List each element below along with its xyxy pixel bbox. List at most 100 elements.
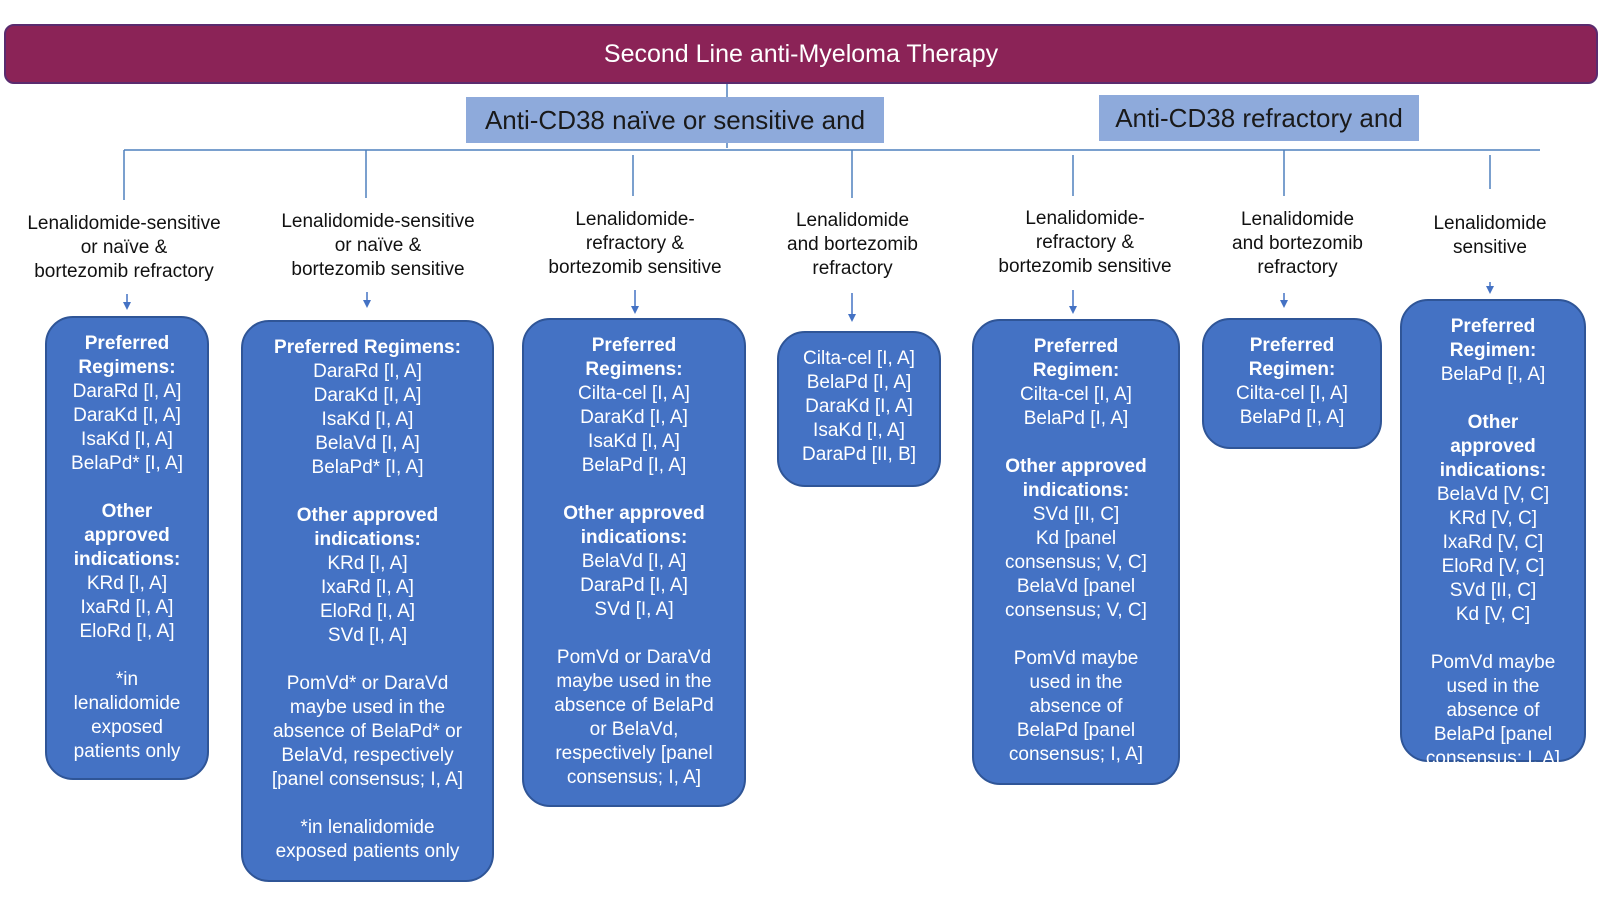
regimen-item: DaraPd [II, B] xyxy=(801,444,917,465)
regimen-box: Cilta-cel [I, A] BelaPd [I, A] DaraKd [I, … xyxy=(777,331,941,487)
regimen-item: exposed patients only xyxy=(275,841,460,862)
section-heading: Preferred xyxy=(1249,335,1335,356)
regimen-item: PomVd maybe xyxy=(1430,652,1556,673)
regimen-item: BelaPd [I, A] xyxy=(581,455,687,476)
regimen-item: BelaPd* [I, A] xyxy=(71,453,183,474)
regimen-item: IxaRd [I, A] xyxy=(321,577,414,598)
spacer xyxy=(1402,387,1584,411)
regimen-item: DaraPd [I, A] xyxy=(580,575,688,596)
regimen-item: [panel consensus; I, A] xyxy=(271,769,464,790)
regimen-item: used in the xyxy=(1446,676,1540,697)
spacer xyxy=(974,623,1178,647)
regimen-item: consensus; V, C] xyxy=(1005,600,1147,621)
regimen-item: EloRd [I, A] xyxy=(319,601,416,622)
regimen-item: BelaPd [I, A] xyxy=(806,372,912,393)
regimen-item: *in lenalidomide xyxy=(300,817,435,838)
regimen-box: Preferred Regimens:DaraRd [I, A]DaraKd [… xyxy=(241,320,494,882)
section-heading: approved xyxy=(1450,436,1536,457)
regimen-item: Cilta-cel [I, A] xyxy=(803,348,915,369)
regimen-item: IsaKd [I, A] xyxy=(813,420,905,441)
section-heading: indications: xyxy=(1439,460,1547,481)
section-heading: Other approved xyxy=(563,503,705,524)
regimen-item: Kd [panel xyxy=(1035,528,1117,549)
regimen-item: IsaKd [I, A] xyxy=(588,431,680,452)
section-heading: Regimens: xyxy=(78,357,176,378)
regimen-item: maybe used in the xyxy=(556,671,712,692)
regimen-item: BelaVd, respectively xyxy=(281,745,454,766)
regimen-item: consensus; V, C] xyxy=(1005,552,1147,573)
regimen-item: SVd [II, C] xyxy=(1032,504,1120,525)
section-heading: Preferred xyxy=(591,335,677,356)
regimen-item: EloRd [V, C] xyxy=(1441,556,1545,577)
condition-label: Lenalidomide and bortezomib refractory xyxy=(787,210,918,279)
condition-label: Lenalidomide- refractory & bortezomib se… xyxy=(998,208,1172,277)
condition-label: Lenalidomide and bortezomib refractory xyxy=(1232,209,1363,278)
regimen-item: absence of xyxy=(1029,696,1123,717)
regimen-item: lenalidomide xyxy=(73,693,181,714)
regimen-item: absence of BelaPd xyxy=(554,695,714,716)
spacer xyxy=(47,644,207,668)
regimen-item: used in the xyxy=(1029,672,1123,693)
regimen-item: PomVd maybe xyxy=(1013,648,1139,669)
regimen-item: DaraKd [I, A] xyxy=(805,396,913,417)
section-heading: Regimen: xyxy=(1449,340,1537,361)
regimen-item: Cilta-cel [I, A] xyxy=(1020,384,1132,405)
regimen-item: BelaVd [V, C] xyxy=(1436,484,1550,505)
regimen-item: Cilta-cel [I, A] xyxy=(1236,383,1348,404)
section-heading: Regimen: xyxy=(1248,359,1336,380)
section-heading: indications: xyxy=(314,529,421,550)
section-heading: Preferred Regimens: xyxy=(274,337,461,358)
section-heading: indications: xyxy=(73,549,181,570)
regimen-item: exposed xyxy=(91,717,163,738)
regimen-item: consensus; I, A] xyxy=(1425,748,1561,769)
title-banner: Second Line anti-Myeloma Therapy xyxy=(4,24,1598,84)
section-heading: Other approved xyxy=(296,505,439,526)
regimen-item: or BelaVd, xyxy=(589,719,679,740)
section-heading: indications: xyxy=(1022,480,1130,501)
group-label-cd38-naive: Anti-CD38 naïve or sensitive and xyxy=(466,97,884,143)
regimen-item: DaraRd [I, A] xyxy=(72,381,182,402)
regimen-item: BelaPd [I, A] xyxy=(1239,407,1345,428)
section-heading: Other approved xyxy=(1005,456,1147,477)
regimen-item: IsaKd [I, A] xyxy=(321,409,414,430)
regimen-item: SVd [I, A] xyxy=(594,599,674,620)
condition-label: Lenalidomide sensitive xyxy=(1433,213,1547,258)
regimen-item: SVd [II, C] xyxy=(1449,580,1537,601)
section-heading: indications: xyxy=(580,527,688,548)
regimen-item: EloRd [I, A] xyxy=(79,621,175,642)
spacer xyxy=(524,478,744,502)
group-label-cd38-refractory: Anti-CD38 refractory and xyxy=(1099,95,1419,141)
regimen-item: IsaKd [I, A] xyxy=(81,429,173,450)
section-heading: Preferred xyxy=(1033,336,1119,357)
section-heading: Preferred xyxy=(1450,316,1536,337)
spacer xyxy=(1402,627,1584,651)
spacer xyxy=(47,476,207,500)
section-heading: Other xyxy=(101,501,153,522)
regimen-item: BelaVd [I, A] xyxy=(581,551,687,572)
regimen-item: Cilta-cel [I, A] xyxy=(578,383,690,404)
regimen-item: *in xyxy=(115,669,139,690)
regimen-item: maybe used in the xyxy=(289,697,446,718)
regimen-item: SVd [I, A] xyxy=(327,625,408,646)
regimen-item: KRd [V, C] xyxy=(1448,508,1537,529)
section-heading: approved xyxy=(84,525,170,546)
regimen-item: respectively [panel xyxy=(555,743,713,764)
regimen-item: KRd [I, A] xyxy=(327,553,408,574)
regimen-item: KRd [I, A] xyxy=(86,573,168,594)
regimen-item: IxaRd [I, A] xyxy=(80,597,174,618)
regimen-item: BelaPd [I, A] xyxy=(1440,364,1546,385)
spacer xyxy=(524,622,744,646)
regimen-item: DaraKd [I, A] xyxy=(580,407,688,428)
regimen-item: DaraRd [I, A] xyxy=(313,361,422,382)
regimen-item: BelaVd [I, A] xyxy=(315,433,420,454)
regimen-item: absence of xyxy=(1446,700,1540,721)
regimen-item: BelaPd [panel xyxy=(1433,724,1553,745)
regimen-item: consensus; I, A] xyxy=(566,767,702,788)
condition-label: Lenalidomide-sensitive or naïve & bortez… xyxy=(281,211,475,280)
section-heading: Preferred xyxy=(84,333,170,354)
spacer xyxy=(243,792,492,816)
